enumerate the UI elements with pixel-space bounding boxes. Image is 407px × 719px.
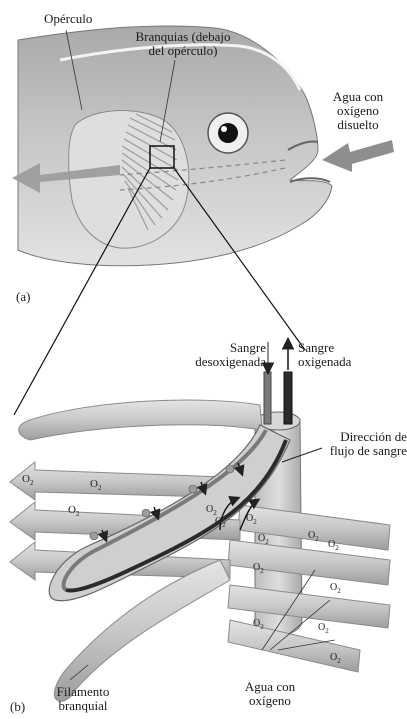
- o2-label: O2: [68, 504, 80, 518]
- gills-label-line2: del opérculo): [118, 44, 248, 58]
- panel-b-letter: (b): [10, 700, 25, 714]
- deoxy-vessel: [264, 372, 271, 424]
- fish-pupil: [218, 123, 238, 143]
- filament-label: Filamento branquial: [38, 685, 128, 713]
- water-in-arrow: [322, 140, 394, 172]
- o2-label: O2: [318, 622, 329, 635]
- gills-label-line1: Branquias (debajo: [118, 30, 248, 44]
- oxy-blood-label: Sangre oxigenada: [298, 341, 351, 369]
- filament-label-line1: Filamento: [38, 685, 128, 699]
- water-label-line2: oxígeno: [230, 694, 310, 708]
- gills-label: Branquias (debajo del opérculo): [118, 30, 248, 58]
- blood-flow-label-line2: flujo de sangre: [292, 444, 407, 458]
- oxy-blood-label-line1: Sangre: [298, 341, 351, 355]
- gill-detail: [10, 340, 390, 701]
- o2-label: O2: [330, 582, 341, 595]
- blood-flow-label: Dirección de flujo de sangre: [292, 430, 407, 458]
- water-in-label-line3: disuelto: [318, 118, 398, 132]
- upper-filament: [19, 400, 262, 440]
- operculum-label: Opérculo: [44, 12, 92, 26]
- water-in-label-line2: oxígeno: [318, 104, 398, 118]
- blood-flow-label-line1: Dirección de: [292, 430, 407, 444]
- oxy-blood-label-line2: oxigenada: [298, 355, 351, 369]
- deoxy-blood-label-line2: desoxigenada: [170, 355, 266, 369]
- panel-a-letter: (a): [16, 290, 30, 304]
- water-label: Agua con oxígeno: [230, 680, 310, 708]
- fish-eye-glint: [221, 126, 227, 132]
- deoxy-blood-label-line1: Sangre: [170, 341, 266, 355]
- oxy-vessel: [284, 372, 292, 424]
- water-in-label-line1: Agua con: [318, 90, 398, 104]
- deoxy-blood-label: Sangre desoxigenada: [170, 341, 266, 369]
- water-label-line1: Agua con: [230, 680, 310, 694]
- water-in-label: Agua con oxígeno disuelto: [318, 90, 398, 132]
- filament-label-line2: branquial: [38, 699, 128, 713]
